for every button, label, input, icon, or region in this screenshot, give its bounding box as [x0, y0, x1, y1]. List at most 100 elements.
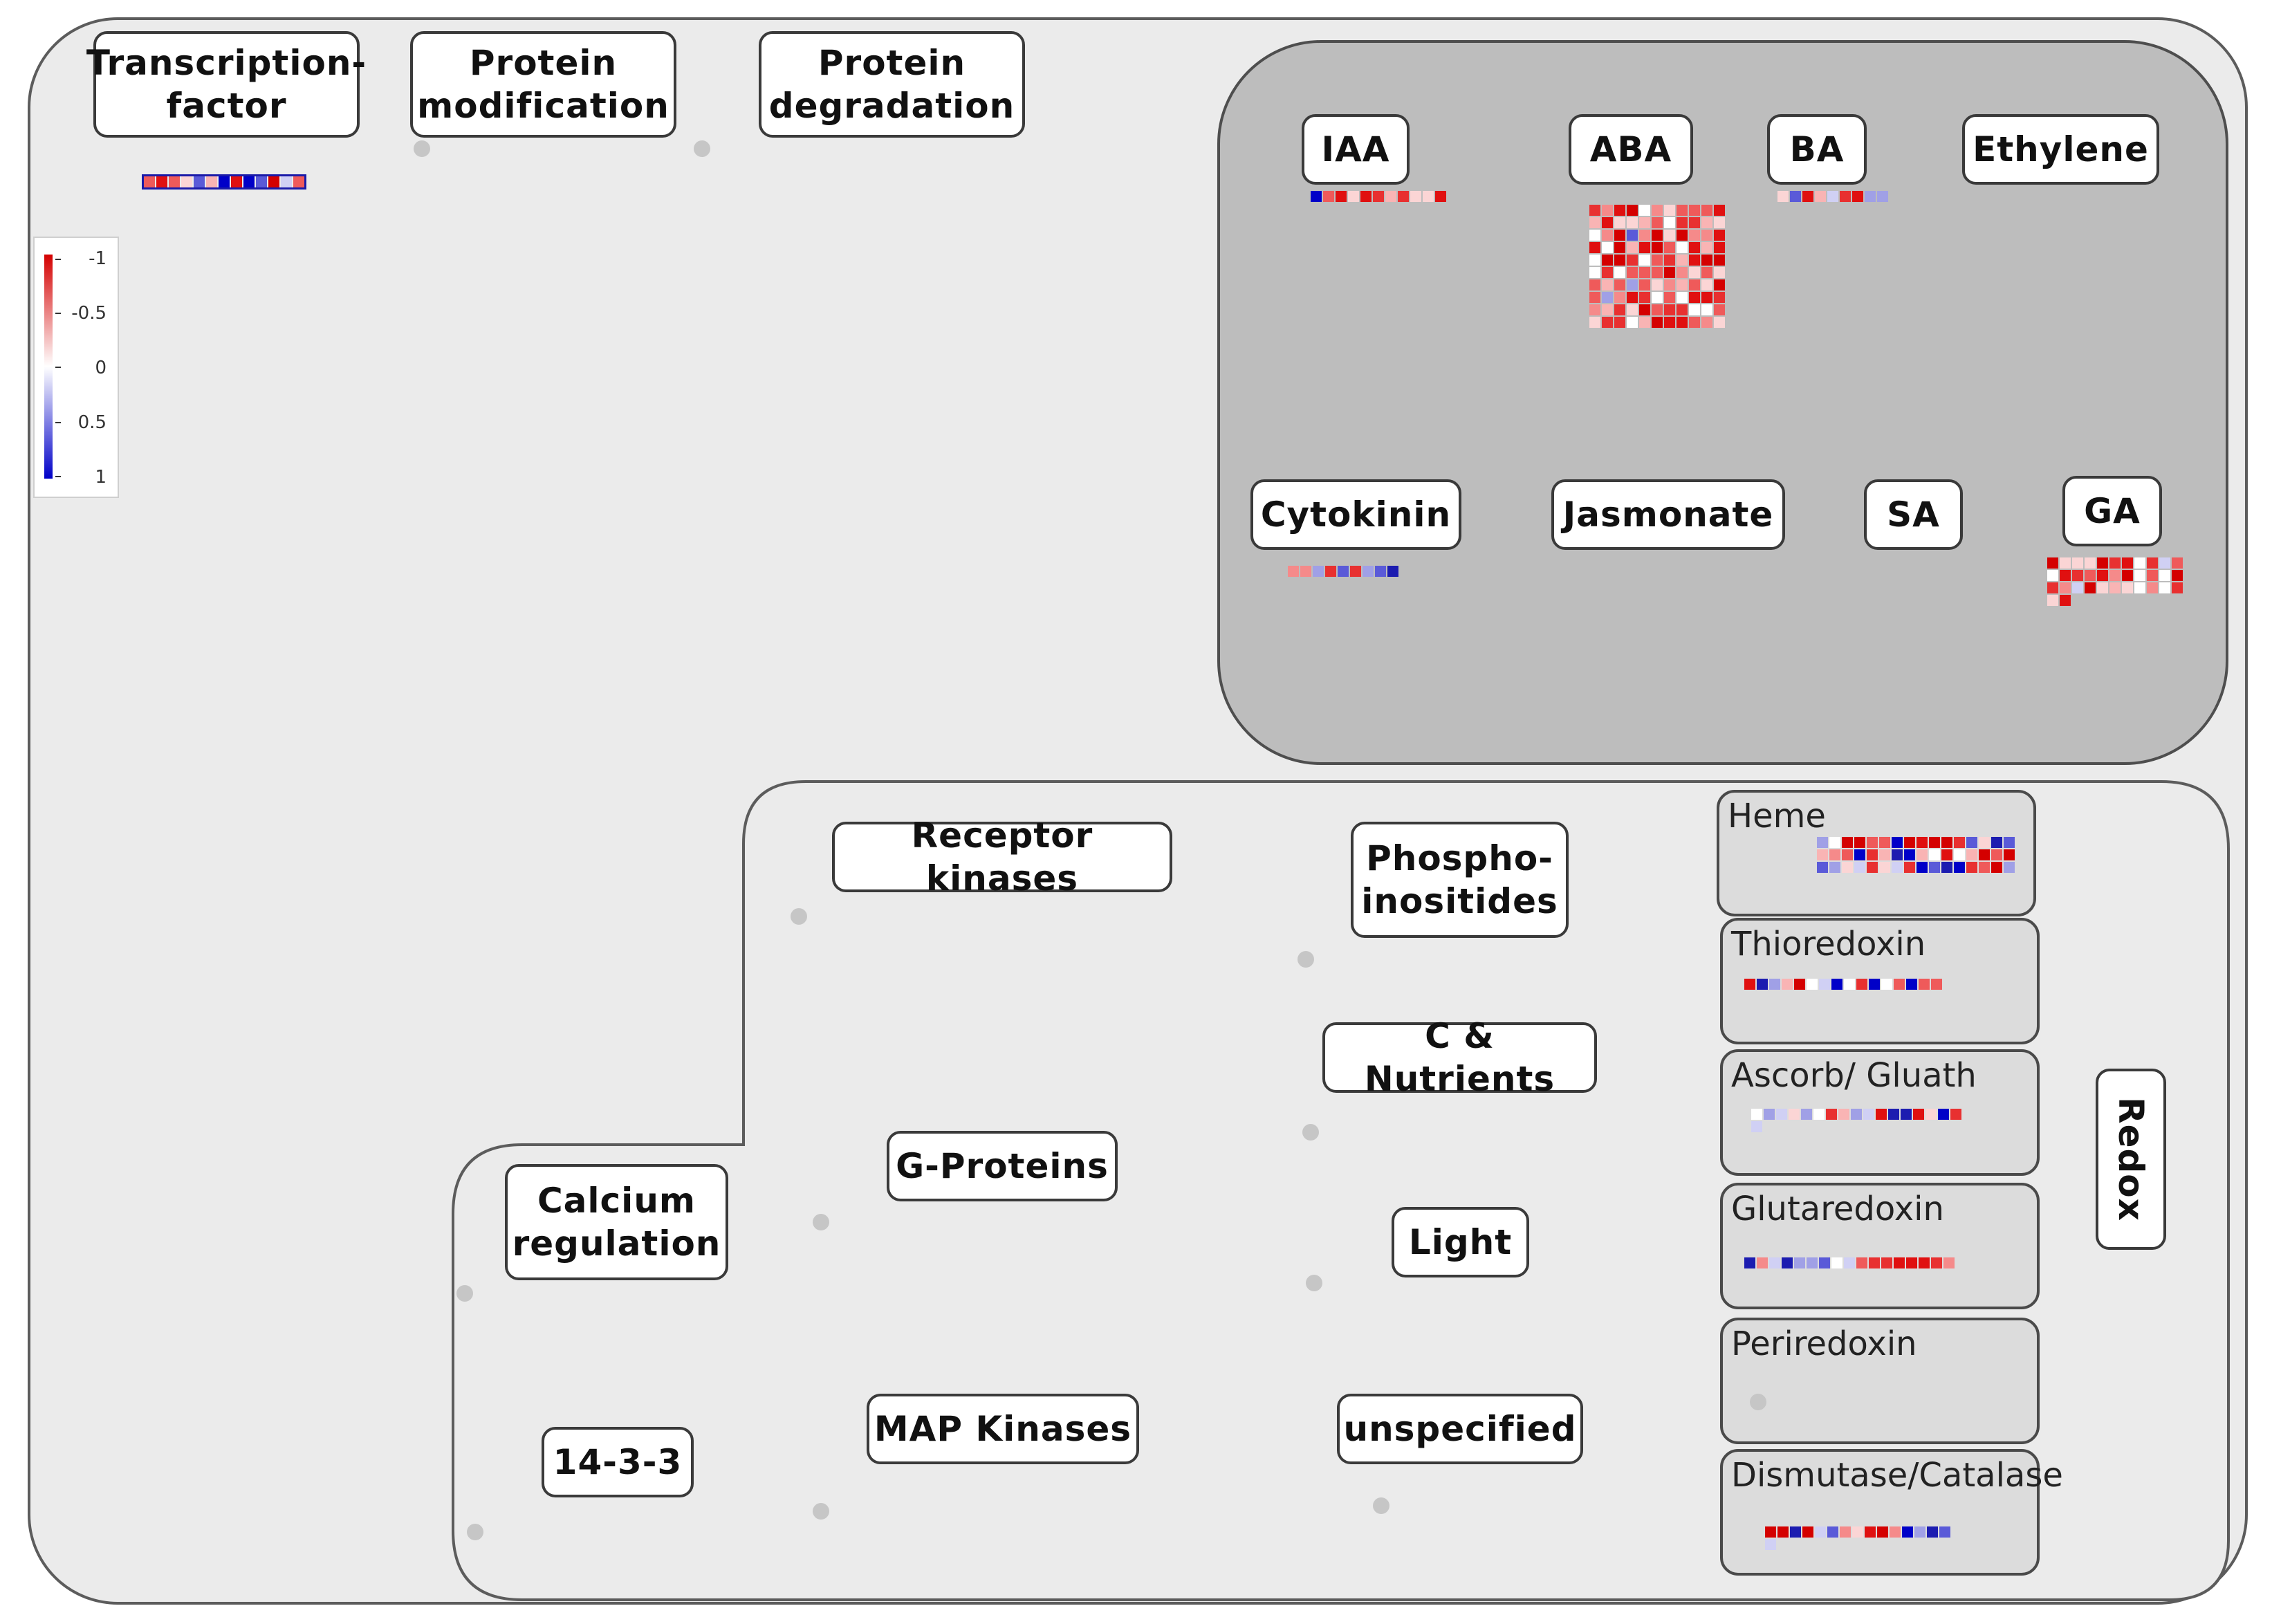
heatmap-cell [1652, 242, 1663, 253]
label-map-kinases[interactable]: MAP Kinases [867, 1394, 1139, 1464]
label-ethylene[interactable]: Ethylene [1962, 114, 2159, 185]
heatmap-cell [1782, 1257, 1793, 1268]
heatmap-cell [1879, 849, 1890, 860]
label-cytokinin[interactable]: Cytokinin [1250, 479, 1461, 550]
heatmap-cell [1689, 242, 1700, 253]
heatmap-cell [1373, 191, 1384, 202]
heatmap-cell [1664, 267, 1675, 278]
heatmap-cell [1689, 205, 1700, 216]
heatmap-cell [2047, 570, 2058, 581]
heatmap-cell [1877, 1526, 1888, 1538]
label-receptor-kinases[interactable]: Receptor kinases [832, 815, 1172, 898]
heatmap-cell [1966, 862, 1977, 873]
heatmap-ba [1777, 191, 1888, 202]
heatmap-cell [2172, 557, 2183, 569]
label-light[interactable]: Light [1392, 1207, 1529, 1277]
heatmap-cell [1802, 191, 1813, 202]
heatmap-cell [1714, 267, 1725, 278]
heatmap-cell [1827, 191, 1838, 202]
label-calcium-regulation[interactable]: Calcium regulation [505, 1164, 728, 1280]
label-ga[interactable]: GA [2062, 476, 2162, 546]
heatmap-cell [1589, 304, 1600, 315]
heatmap-cell [1765, 1526, 1776, 1538]
heatmap-cell [2085, 570, 2096, 581]
heatmap-cell [1854, 849, 1865, 860]
heatmap-cell [1917, 849, 1928, 860]
heatmap-cell [1664, 230, 1675, 241]
heatmap-cell [1323, 191, 1334, 202]
label-iaa[interactable]: IAA [1302, 114, 1410, 185]
heatmap-cell [1840, 191, 1851, 202]
heatmap-cell [1311, 191, 1322, 202]
heatmap-cell [1807, 979, 1818, 990]
heatmap-dismutase-catalase [1765, 1526, 1950, 1550]
heatmap-cell [1639, 242, 1650, 253]
heatmap-cell [2097, 570, 2108, 581]
heatmap-cell [1929, 849, 1940, 860]
heatmap-cell [1652, 230, 1663, 241]
heatmap-cell [2134, 582, 2145, 593]
heatmap-cell [1888, 1109, 1899, 1120]
heatmap-cell [1844, 1257, 1855, 1268]
heatmap-cell [1790, 191, 1801, 202]
label-unspecified[interactable]: unspecified [1337, 1394, 1583, 1464]
heatmap-cell [1764, 1109, 1775, 1120]
label-sa[interactable]: SA [1864, 479, 1963, 550]
heatmap-cell [1939, 1526, 1950, 1538]
heatmap-cell [1807, 1257, 1818, 1268]
label-protein-degradation[interactable]: Protein degradation [759, 31, 1025, 138]
heatmap-cell [1652, 304, 1663, 315]
heatmap-cell [1904, 862, 1915, 873]
empty-bin-dot [1302, 1124, 1319, 1141]
heatmap-cell [1714, 230, 1725, 241]
heatmap-cell [1589, 230, 1600, 241]
heatmap-cell [1627, 279, 1638, 290]
redox-box-title: Heme [1728, 797, 1826, 836]
heatmap-cell [1854, 837, 1865, 848]
heatmap-cell [1890, 1526, 1901, 1538]
heatmap-cell [1677, 242, 1688, 253]
label-g-proteins[interactable]: G-Proteins [887, 1131, 1118, 1201]
heatmap-cell [1589, 317, 1600, 328]
heatmap-cell [1385, 191, 1396, 202]
heatmap-cell [1856, 979, 1867, 990]
heatmap-cell [2122, 570, 2133, 581]
heatmap-cell [1589, 292, 1600, 303]
heatmap-cell [1300, 566, 1311, 577]
heatmap-cell [1817, 837, 1828, 848]
heatmap-cell [1751, 1109, 1762, 1120]
heatmap-cell [1966, 837, 1977, 848]
heatmap-cell [1840, 1526, 1851, 1538]
label-14-3-3[interactable]: 14-3-3 [542, 1427, 694, 1497]
label-c-and-nutrients[interactable]: C & Nutrients [1322, 1016, 1597, 1099]
label-transcription-factor[interactable]: Transcription- factor [86, 31, 366, 138]
redox-box-dismutase-catalase[interactable]: Dismutase/Catalase [1720, 1449, 2063, 1576]
heatmap-cell [1360, 191, 1371, 202]
heatmap-cell [1701, 242, 1712, 253]
label-ba[interactable]: BA [1767, 114, 1867, 185]
label-aba[interactable]: ABA [1569, 114, 1693, 185]
heatmap-cell [1288, 566, 1299, 577]
heatmap-cell [2159, 582, 2170, 593]
label-phosphoinositides[interactable]: Phospho- inositides [1351, 822, 1569, 938]
heatmap-cell [1701, 230, 1712, 241]
redox-box-glutaredoxin[interactable]: Glutaredoxin [1720, 1183, 2040, 1309]
label-protein-modification[interactable]: Protein modification [410, 31, 676, 138]
heatmap-cell [1881, 1257, 1892, 1268]
legend-tick-mark [55, 422, 61, 423]
heatmap-cell [1904, 837, 1915, 848]
heatmap-cell [1819, 1257, 1830, 1268]
heatmap-cell [1614, 304, 1625, 315]
heatmap-iaa [1311, 191, 1446, 202]
heatmap-cell [2109, 582, 2121, 593]
heatmap-cell [1336, 191, 1347, 202]
redox-box-thioredoxin[interactable]: Thioredoxin [1720, 918, 2040, 1044]
redox-box-periredoxin[interactable]: Periredoxin [1720, 1318, 2040, 1444]
heatmap-cell [1938, 1109, 1949, 1120]
label-redox[interactable]: Redox [2096, 1069, 2166, 1250]
heatmap-cell [1852, 191, 1863, 202]
heatmap-cell [1813, 1109, 1825, 1120]
label-jasmonate[interactable]: Jasmonate [1551, 479, 1785, 550]
heatmap-cell [1689, 255, 1700, 266]
heatmap-cell [1627, 255, 1638, 266]
